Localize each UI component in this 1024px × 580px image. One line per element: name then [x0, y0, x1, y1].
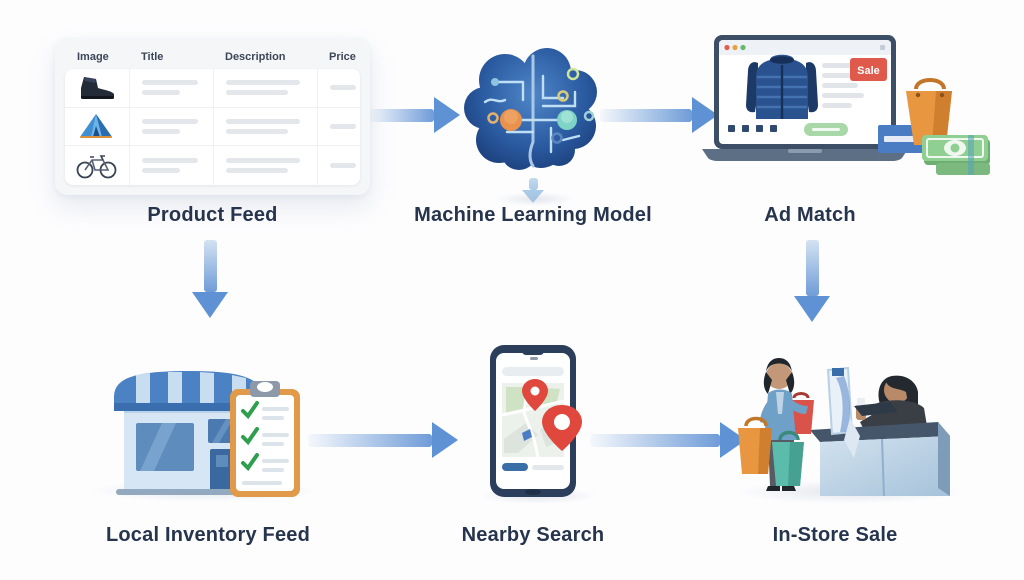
- price-placeholder: [317, 69, 360, 107]
- title-placeholder: [129, 69, 213, 107]
- title-placeholder: [129, 107, 213, 146]
- column-header-title: Title: [141, 51, 164, 63]
- teal-bag-icon: [772, 430, 804, 486]
- ml-model-label: Machine Learning Model: [414, 204, 652, 226]
- description-placeholder: [213, 69, 317, 107]
- orange-bag-icon: [738, 416, 772, 474]
- arrow-ml-to-ad-match: [600, 97, 718, 133]
- laptop-icon: Sale: [700, 33, 995, 188]
- svg-text:Sale: Sale: [857, 65, 880, 77]
- jacket-icon: [746, 54, 818, 119]
- bicycle-icon: [65, 146, 129, 185]
- product-feed-header-row: Image Title Description Price: [65, 46, 360, 68]
- nearby-search-label: Nearby Search: [461, 524, 605, 546]
- description-placeholder: [213, 146, 317, 185]
- sale-badge: Sale: [850, 58, 887, 81]
- column-header-image: Image: [77, 51, 109, 63]
- ad-match-label: Ad Match: [764, 204, 856, 226]
- arrow-nearby-search-to-in-store-sale: [590, 422, 746, 458]
- tent-icon: [65, 108, 129, 146]
- title-placeholder: [129, 146, 213, 185]
- thumbnail-icons: [728, 125, 777, 132]
- register-icon: [826, 366, 898, 458]
- checkout-scene: [732, 348, 962, 505]
- brain-icon: [455, 40, 611, 205]
- shopping-bag-icon: [906, 78, 952, 145]
- table-row: [65, 146, 360, 185]
- arrow-product-feed-to-ml: [370, 97, 460, 133]
- column-header-description: Description: [225, 51, 286, 63]
- boot-icon: [65, 69, 129, 107]
- local-inventory-feed-label: Local Inventory Feed: [105, 524, 311, 546]
- in-store-sale-label: In-Store Sale: [772, 524, 898, 546]
- map-pin-icon: [522, 379, 548, 411]
- table-row: [65, 107, 360, 147]
- brain-down-arrow: [522, 178, 544, 203]
- phone-icon: [478, 343, 588, 508]
- price-placeholder: [317, 107, 360, 146]
- arrow-ad-match-to-in-store-sale: [794, 240, 830, 322]
- column-header-price: Price: [329, 51, 356, 63]
- brain-shadow: [495, 192, 575, 206]
- clipboard-icon: [230, 381, 300, 497]
- money-icon: [922, 135, 990, 175]
- product-feed-label: Product Feed: [147, 204, 278, 226]
- price-placeholder: [317, 146, 360, 185]
- product-feed-card: Image Title Description Price: [55, 38, 370, 195]
- table-row: [65, 69, 360, 108]
- storefront-icon: [92, 345, 318, 508]
- description-placeholder: [213, 107, 317, 146]
- customer-figure: [760, 358, 808, 491]
- arrow-product-feed-to-local-inventory: [192, 240, 228, 318]
- map-pin-icon: [542, 405, 582, 451]
- arrow-local-inventory-to-nearby-search: [308, 422, 458, 458]
- product-feed-table: [65, 69, 360, 185]
